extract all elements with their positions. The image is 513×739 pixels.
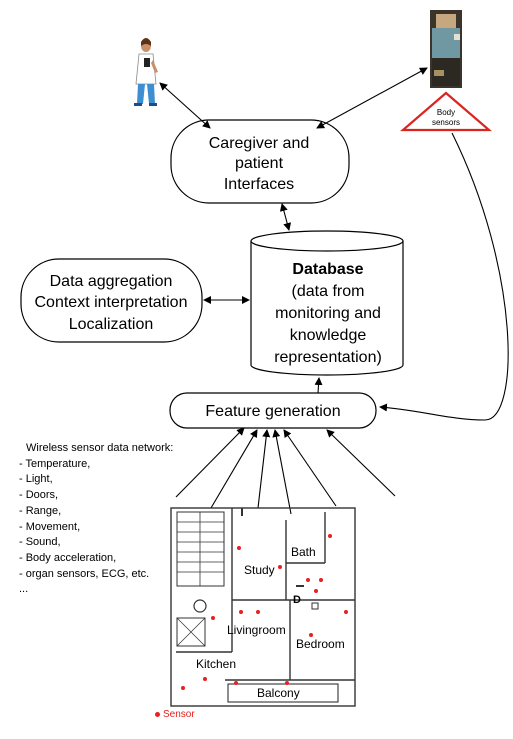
sensor-dot	[278, 565, 282, 569]
room-labels: Study Bath Livingroom Bedroom Kitchen Ba…	[196, 545, 345, 700]
database-label-3: knowledge	[290, 327, 367, 344]
interfaces-node: Caregiver and patient Interfaces	[170, 119, 350, 204]
database-cylinder: Database (data from monitoring and knowl…	[250, 230, 404, 376]
sensor-dot	[211, 616, 215, 620]
floor-plan-outline	[170, 507, 356, 707]
network-arrow-2	[210, 429, 258, 509]
body-sensors-label-2: sensors	[432, 118, 460, 127]
connector-arrows	[159, 67, 509, 515]
sensor-network-item: - Temperature,	[19, 457, 91, 470]
sensor-dot	[328, 534, 332, 538]
network-arrow-4	[272, 429, 292, 515]
network-arrow-3	[257, 429, 271, 509]
sensor-dot	[344, 610, 348, 614]
sensor-network-item: - organ sensors, ECG, etc.	[19, 567, 150, 580]
sensor-dots	[181, 534, 348, 690]
room-label-bath: Bath	[291, 545, 316, 559]
interfaces-database-arrow	[279, 203, 292, 231]
room-label-kitchen: Kitchen	[196, 657, 236, 671]
body-sensors-feature-arrow	[379, 132, 509, 421]
sensor-dot	[203, 677, 207, 681]
body-sensors-triangle: Body sensors	[400, 91, 492, 132]
network-arrow-6	[326, 429, 396, 497]
sensor-dot	[306, 578, 310, 582]
interfaces-label-3: Interfaces	[224, 176, 294, 193]
sensor-dot	[256, 610, 260, 614]
feature-generation-label: Feature generation	[205, 403, 340, 420]
body-sensors-label-1: Body	[437, 108, 455, 117]
sensor-network-item: - Body acceleration,	[19, 551, 117, 564]
sensor-network-item: ...	[19, 583, 29, 596]
database-title: Database	[292, 261, 363, 278]
sensor-network-item: - Movement,	[19, 520, 81, 533]
processing-label-2: Context interpretation	[35, 294, 188, 311]
room-label-livingroom: Livingroom	[227, 623, 286, 637]
sensor-network-item: - Light,	[19, 473, 53, 486]
patient-photo	[430, 10, 462, 88]
room-label-bedroom: Bedroom	[296, 637, 345, 651]
sensor-dot	[239, 610, 243, 614]
processing-label-3: Localization	[69, 316, 154, 333]
sensor-network-heading: Wireless sensor data network:	[26, 442, 174, 454]
sensor-network-list: Wireless sensor data network: - Temperat…	[19, 441, 189, 598]
sensor-legend-label: Sensor	[163, 709, 195, 720]
sensor-dot	[285, 681, 289, 685]
database-label-4: representation)	[274, 349, 382, 366]
feature-generation-node: Feature generation	[169, 392, 377, 429]
sensor-legend: Sensor	[155, 709, 195, 720]
network-arrow-1	[175, 427, 245, 498]
sensor-dot	[234, 681, 238, 685]
room-label-balcony: Balcony	[257, 686, 300, 700]
interfaces-label-2: patient	[235, 155, 284, 172]
processing-label-1: Data aggregation	[50, 273, 173, 290]
floor-plan	[170, 507, 356, 707]
room-label-d: D	[293, 594, 301, 606]
processing-node: Data aggregation Context interpretation …	[20, 258, 203, 343]
room-label-study: Study	[244, 563, 275, 577]
sensor-dot	[237, 546, 241, 550]
sensor-network-item: - Range,	[19, 504, 62, 517]
sensor-dot	[319, 578, 323, 582]
sensor-dot	[309, 633, 313, 637]
caregiver-interfaces-arrow	[159, 82, 211, 129]
network-arrow-5	[283, 429, 337, 507]
sensor-legend-dot-icon	[155, 712, 160, 717]
sensor-network-item: - Doors,	[19, 489, 59, 502]
sensor-dot	[181, 686, 185, 690]
database-label-1: (data from	[292, 283, 365, 300]
caregiver-figure-icon	[134, 38, 158, 106]
interfaces-label-1: Caregiver and	[209, 135, 310, 152]
sensor-dot	[314, 589, 318, 593]
sensor-network-item: - Sound,	[19, 536, 61, 549]
patient-interfaces-arrow	[316, 67, 428, 129]
database-label-2: monitoring and	[275, 305, 381, 322]
feature-database-arrow	[314, 377, 323, 394]
